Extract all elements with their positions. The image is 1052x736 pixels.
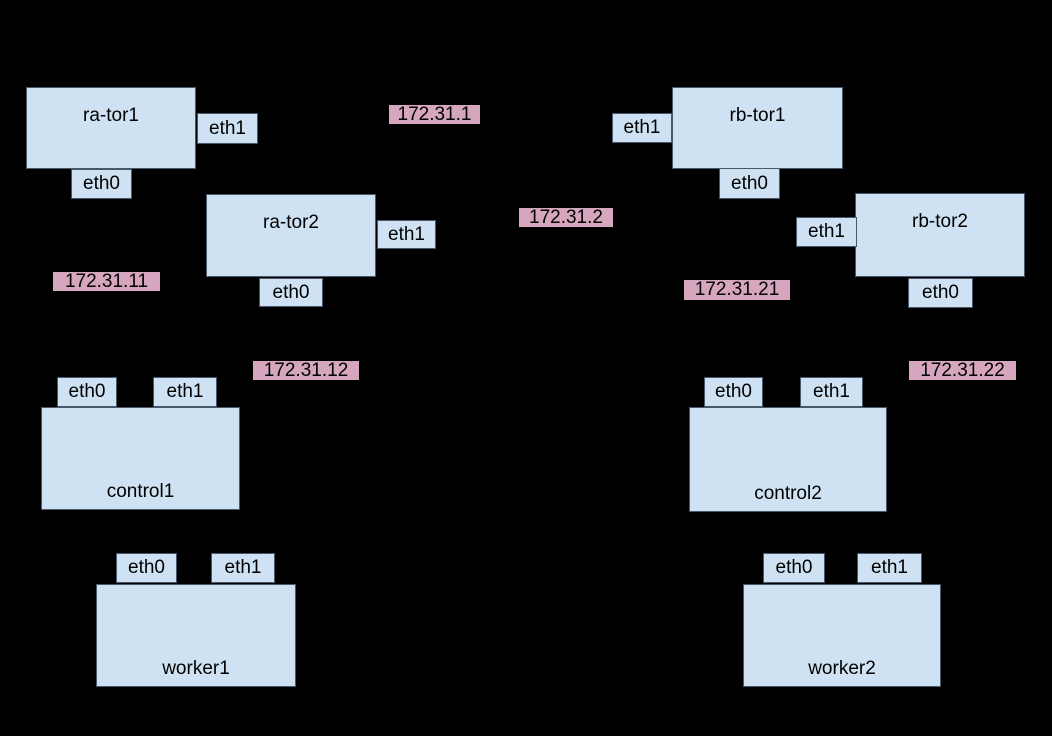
- iface-control2-eth0: eth0: [704, 377, 763, 407]
- node-ra-tor2-label: ra-tor2: [263, 212, 319, 233]
- node-control2: control2: [689, 407, 887, 512]
- ip-label-172-31-2: 172.31.2: [519, 207, 613, 227]
- node-worker1: worker1: [96, 584, 296, 687]
- node-control1: control1: [41, 407, 240, 510]
- ip-label-172-31-1: 172.31.1: [389, 104, 480, 124]
- node-rb-tor2-label: rb-tor2: [912, 211, 968, 232]
- iface-rb-tor2-eth0: eth0: [908, 278, 973, 308]
- node-rb-tor2: rb-tor2: [855, 193, 1025, 277]
- iface-control1-eth0: eth0: [57, 377, 117, 407]
- node-worker2-label: worker2: [808, 658, 876, 679]
- node-ra-tor1-label: ra-tor1: [83, 105, 139, 126]
- iface-control2-eth1: eth1: [800, 377, 863, 407]
- iface-worker2-eth0: eth0: [763, 553, 825, 583]
- ip-label-172-31-12: 172.31.12: [253, 360, 359, 380]
- iface-ra-tor2-eth0: eth0: [259, 278, 323, 307]
- iface-worker1-eth1: eth1: [211, 553, 275, 583]
- iface-rb-tor1-eth0: eth0: [719, 168, 780, 199]
- iface-control1-eth1: eth1: [153, 377, 217, 407]
- node-control2-label: control2: [754, 483, 822, 504]
- iface-worker1-eth0: eth0: [116, 553, 177, 583]
- ip-label-172-31-11: 172.31.11: [53, 271, 160, 291]
- ip-label-172-31-21: 172.31.21: [684, 280, 790, 300]
- node-worker2: worker2: [743, 584, 941, 687]
- node-control1-label: control1: [106, 481, 175, 502]
- node-worker1-label: worker1: [162, 658, 230, 679]
- iface-rb-tor1-eth1: eth1: [612, 113, 672, 143]
- ip-label-172-31-22: 172.31.22: [909, 360, 1016, 380]
- node-ra-tor2: ra-tor2: [206, 194, 376, 277]
- iface-worker2-eth1: eth1: [857, 553, 922, 583]
- node-rb-tor1: rb-tor1: [672, 87, 843, 169]
- node-ra-tor1: ra-tor1: [26, 87, 196, 169]
- iface-ra-tor2-eth1: eth1: [377, 220, 436, 249]
- node-rb-tor1-label: rb-tor1: [729, 105, 786, 126]
- iface-rb-tor2-eth1: eth1: [796, 217, 857, 247]
- iface-ra-tor1-eth0: eth0: [71, 169, 132, 199]
- iface-ra-tor1-eth1: eth1: [197, 113, 258, 144]
